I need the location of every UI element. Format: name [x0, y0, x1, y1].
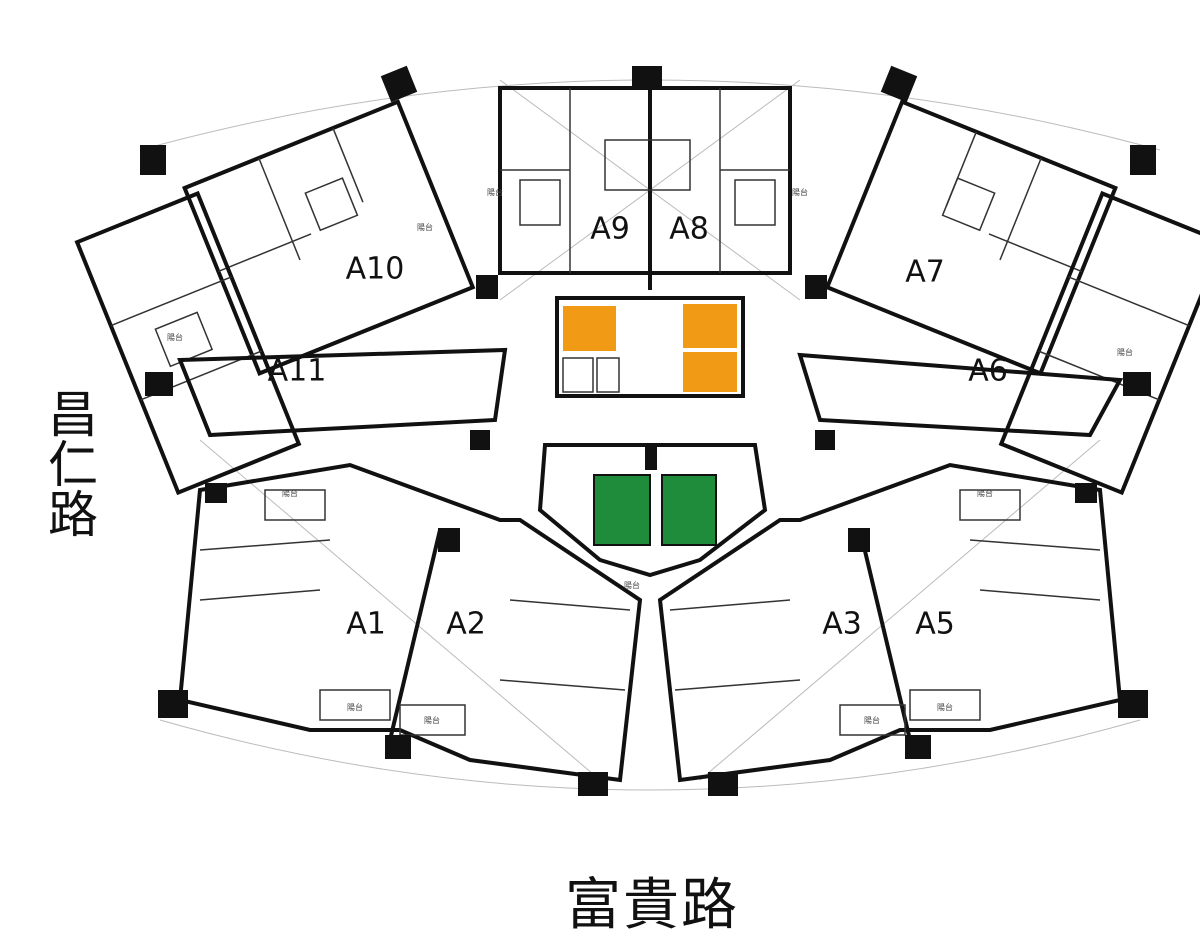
balcony-label: 陽台 [487, 187, 503, 197]
elevator-orange-3 [683, 352, 737, 392]
balcony-label: 陽台 [347, 702, 363, 712]
unit-label-a8: A8 [669, 212, 709, 247]
balcony-label: 陽台 [417, 222, 433, 232]
elevator-orange-1 [563, 306, 616, 351]
elevator-green-2 [661, 474, 717, 546]
elevator-green-1 [593, 474, 651, 546]
balcony-label: 陽台 [282, 488, 298, 498]
core-bottom [537, 443, 768, 578]
street-label-left: 昌仁路 [40, 388, 98, 538]
wing-a11 [74, 190, 302, 496]
wing-a10 [182, 99, 476, 377]
balcony-label: 陽台 [792, 187, 808, 197]
a6-living [797, 352, 1124, 438]
wing-a6 [998, 190, 1200, 496]
balcony-label: 陽台 [937, 702, 953, 712]
balcony-label: 陽台 [1117, 347, 1133, 357]
unit-label-a3: A3 [822, 607, 862, 642]
balcony-label: 陽台 [624, 580, 640, 590]
balcony-label: 陽台 [977, 488, 993, 498]
unit-label-a5: A5 [915, 607, 955, 642]
unit-label-a7: A7 [905, 255, 945, 290]
unit-label-a10: A10 [346, 252, 405, 287]
balcony-label: 陽台 [424, 715, 440, 725]
unit-label-a6: A6 [968, 354, 1008, 389]
elevator-orange-2 [683, 304, 737, 348]
wing-a3-a5 [657, 462, 1123, 783]
columns [140, 65, 1156, 796]
street-label-bottom: 富貴路 [565, 873, 739, 938]
balcony-label: 陽台 [864, 715, 880, 725]
unit-label-a1: A1 [346, 607, 386, 642]
balcony-label: 陽台 [167, 332, 183, 342]
a11-living [177, 347, 508, 438]
unit-label-a2: A2 [446, 607, 486, 642]
core-top [555, 296, 745, 398]
wing-a9-a8 [498, 78, 792, 290]
wing-a1-a2 [177, 462, 643, 783]
unit-label-a11: A11 [268, 354, 327, 389]
wing-a7 [824, 99, 1118, 377]
unit-label-a9: A9 [590, 212, 630, 247]
